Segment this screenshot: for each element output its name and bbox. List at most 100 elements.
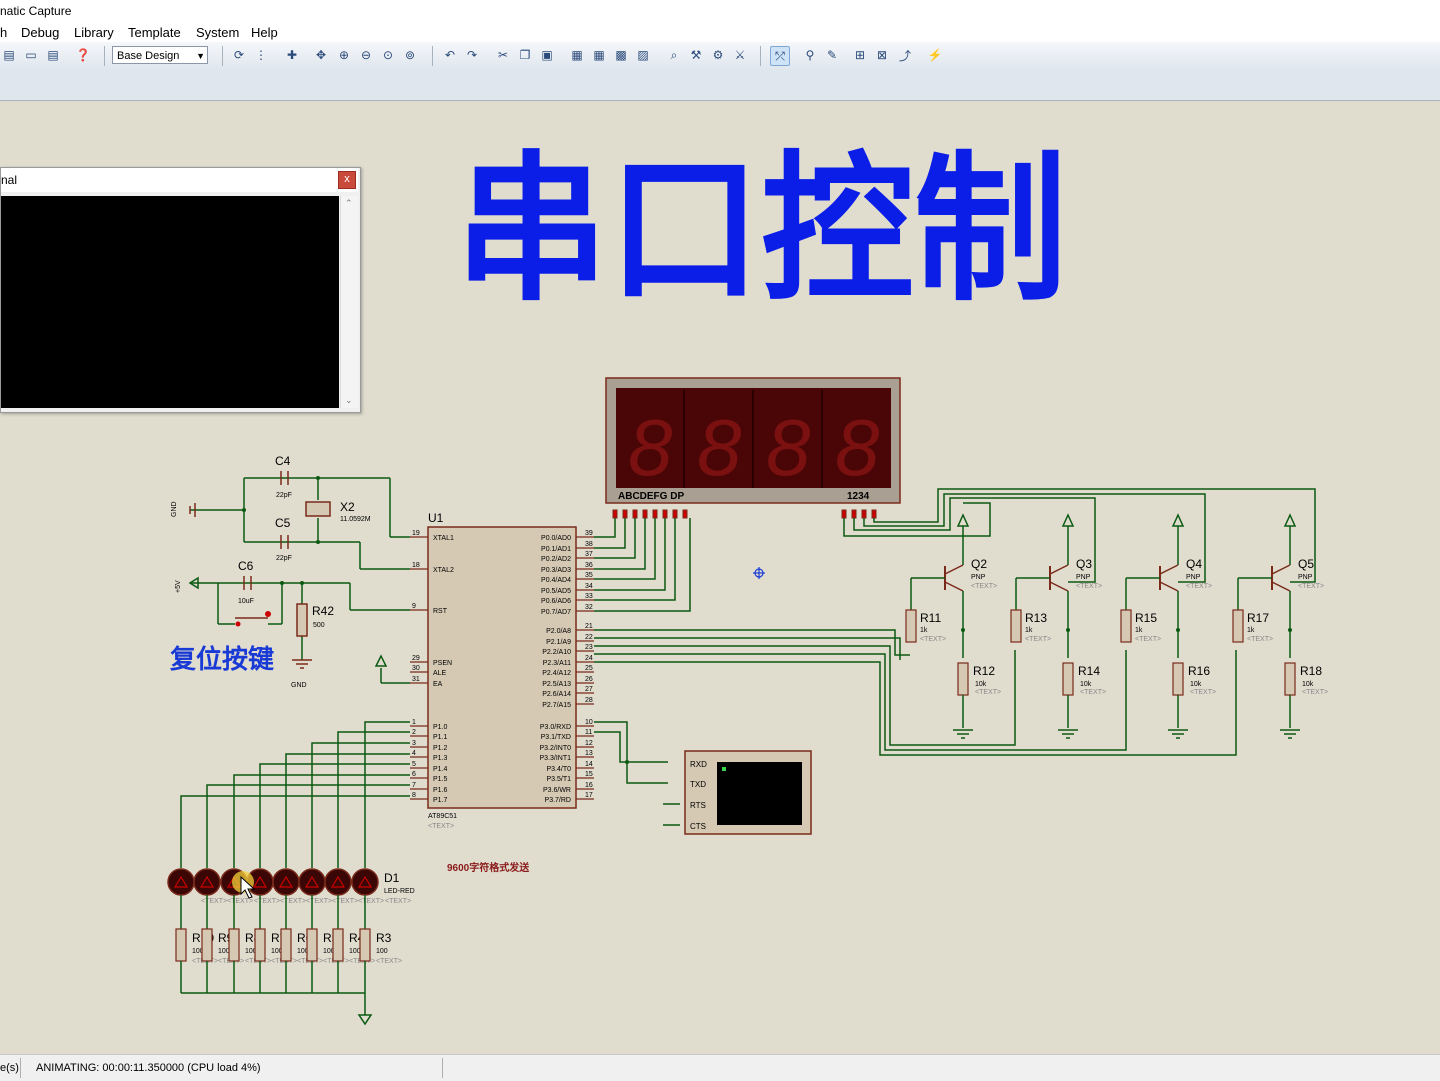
zoom-out-icon[interactable]: ⊖ (360, 48, 372, 62)
zoom-area-icon[interactable]: ⊚ (404, 48, 416, 62)
menu-debug[interactable]: Debug (21, 25, 60, 40)
u1-pin-number: 8 (412, 792, 416, 799)
paste-icon[interactable]: ▣ (541, 48, 553, 62)
menu-graph[interactable]: h (0, 25, 8, 40)
remove-sheet-icon[interactable]: ⊠ (876, 48, 888, 62)
u1-text: <TEXT> (428, 823, 454, 830)
c5-ref: C5 (275, 516, 291, 530)
terminal-title-bar[interactable]: nal x (1, 168, 358, 192)
block-move-icon[interactable]: ▦ (593, 48, 605, 62)
u1-pin-name: P2.2/A10 (542, 649, 571, 656)
digit-2: 8 (697, 403, 742, 492)
block-delete-icon[interactable]: ▨ (637, 48, 649, 62)
collector-resistor-ref: R12 (973, 664, 995, 678)
block-rotate-icon[interactable]: ▩ (615, 48, 627, 62)
led-resistor-val: 100 (323, 948, 335, 955)
led-array: R10100<TEXT><TEXT>R9100<TEXT><TEXT>R8100… (167, 868, 411, 993)
chevron-down-icon[interactable]: ⌄ (345, 395, 353, 405)
export-icon[interactable]: ▤ (47, 48, 59, 62)
undo-icon[interactable]: ↶ (444, 48, 456, 62)
zoom-all-icon[interactable]: ⊙ (382, 48, 394, 62)
vcc-arrow-icon (956, 513, 970, 527)
toolbar-separator (222, 46, 223, 66)
u1-pin-number: 12 (585, 740, 593, 747)
u1-pin-name: PSEN (433, 660, 452, 667)
schematic-canvas[interactable]: 串口控制 8 8 8 8 ABCDEFG DP 1234 (0, 101, 1440, 1054)
menu-help[interactable]: Help (251, 25, 278, 40)
zoom-in-icon[interactable]: ⊕ (338, 48, 350, 62)
property-tool-icon[interactable]: ✎ (826, 48, 838, 62)
help-icon[interactable]: ❓ (75, 48, 91, 62)
led-resistor (359, 928, 371, 962)
collector-resistor-text: <TEXT> (1080, 689, 1106, 696)
design-variant-select[interactable]: Base Design ▼ (112, 46, 208, 64)
save-icon[interactable]: ▤ (3, 48, 15, 62)
pick-device-icon[interactable]: ⌕ (670, 47, 678, 62)
bill-of-materials-icon[interactable]: ⚡ (927, 48, 943, 62)
transistor-type: PNP (1186, 574, 1201, 581)
x2-val: 11.0592M (340, 516, 371, 523)
copy-icon[interactable]: ❐ (519, 48, 531, 62)
segment-labels: ABCDEFG DP (618, 491, 684, 502)
u1-pin-name: P3.4/T0 (546, 766, 571, 773)
pan-icon[interactable]: ✥ (315, 48, 327, 62)
origin-icon[interactable]: ✚ (286, 48, 298, 62)
status-bar: e(s) ANIMATING: 00:00:11.350000 (CPU loa… (0, 1054, 1440, 1081)
u1-pin-number: 35 (585, 572, 593, 579)
chevron-down-icon: ▼ (196, 51, 205, 61)
terminal-screen[interactable] (1, 196, 339, 408)
menu-template[interactable]: Template (128, 25, 181, 40)
u1-pin-name: XTAL2 (433, 567, 454, 574)
led-resistor-val: 100 (192, 948, 204, 955)
exit-to-parent-icon[interactable]: ⤴ (898, 48, 911, 63)
wire-autorouter-icon[interactable]: ⤱ (770, 46, 790, 66)
u1-pin-number: 26 (585, 676, 593, 683)
block-copy-icon[interactable]: ▦ (571, 48, 583, 62)
r42-val: 500 (313, 622, 325, 629)
import-icon[interactable]: ▭ (25, 48, 37, 62)
cut-icon[interactable]: ✂ (497, 48, 509, 62)
u1-pin-name: RST (433, 608, 448, 615)
menu-system[interactable]: System (196, 25, 240, 40)
menu-library[interactable]: Library (74, 25, 114, 40)
led-resistor (254, 928, 266, 962)
close-icon[interactable]: x (338, 171, 356, 189)
u1-part: AT89C51 (428, 813, 457, 820)
serial-wiring (594, 721, 680, 826)
led-resistor-val: 100 (271, 948, 283, 955)
vterm-pin-rxd: RXD (690, 760, 707, 769)
virtual-terminal-window[interactable]: nal x ⌃ ⌄ (0, 167, 361, 413)
u1-pin-number: 22 (585, 634, 593, 641)
u1-pin-number: 28 (585, 697, 593, 704)
base-resistor-val: 1k (1135, 627, 1143, 634)
u1-pin-number: 3 (412, 740, 416, 747)
u1-pin-name: P0.7/AD7 (541, 609, 571, 616)
u1-microcontroller[interactable]: U1 AT89C51 <TEXT> 19XTAL118XTAL29RST29PS… (410, 511, 594, 830)
title-bar: natic Capture (0, 0, 1440, 22)
redo-icon[interactable]: ↷ (466, 48, 478, 62)
decompose-icon[interactable]: ⚔ (734, 48, 746, 62)
gnd-label-left: GND (171, 501, 178, 517)
make-device-icon[interactable]: ⚒ (690, 48, 702, 62)
led-resistor (228, 928, 240, 962)
u1-pin-number: 5 (412, 761, 416, 768)
terminal-scrollbar[interactable]: ⌃ ⌄ (340, 196, 358, 408)
base-resistor-text: <TEXT> (1135, 636, 1161, 643)
u1-pin-name: P3.6/WR (543, 787, 571, 794)
status-messages[interactable]: e(s) (0, 1062, 19, 1074)
collector-resistor-val: 10k (1080, 681, 1092, 688)
u1-pin-name: EA (433, 681, 443, 688)
u1-ref: U1 (428, 511, 444, 525)
packaging-icon[interactable]: ⚙ (712, 48, 724, 62)
refresh-icon[interactable]: ⟳ (233, 48, 245, 62)
grid-icon[interactable]: ⋮ (255, 48, 267, 62)
new-sheet-icon[interactable]: ⊞ (854, 48, 866, 62)
chevron-up-icon[interactable]: ⌃ (345, 198, 353, 208)
search-icon[interactable]: ⚲ (805, 48, 815, 62)
virtual-terminal-component[interactable]: RXD TXD RTS CTS (684, 750, 812, 835)
transistor-text: <TEXT> (1186, 583, 1212, 590)
u1-pin-name: P0.5/AD5 (541, 588, 571, 595)
schematic-workspace[interactable]: 串口控制 8 8 8 8 ABCDEFG DP 1234 (0, 101, 1440, 1054)
